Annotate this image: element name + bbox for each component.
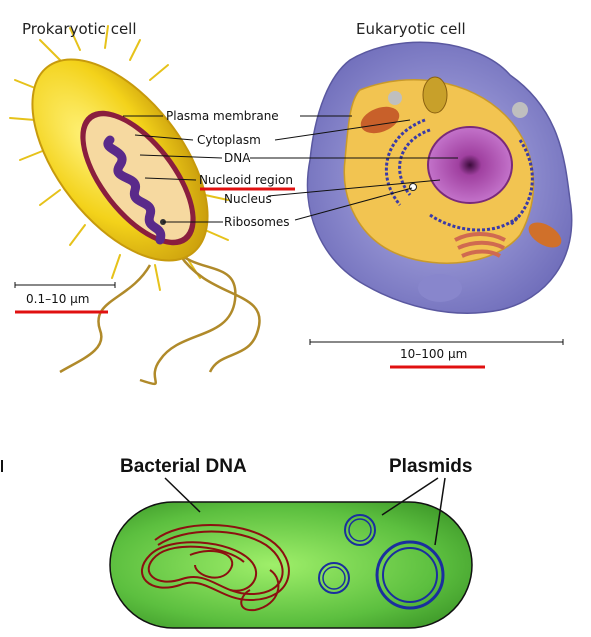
prokaryote-scale-bar	[14, 282, 116, 288]
prokaryote-cell-illustration	[9, 25, 261, 386]
prokaryote-title: Prokaryotic cell	[22, 20, 137, 38]
eukaryote-scale-bar	[309, 339, 564, 345]
prokaryote-scale-label: 0.1–10 µm	[26, 292, 90, 306]
eukaryote-cell-illustration	[306, 41, 573, 314]
label-nucleoid-region: Nucleoid region	[199, 173, 293, 187]
bacterium-plasmid-diagram	[109, 477, 473, 629]
label-ribosomes: Ribosomes	[224, 215, 290, 229]
bacterial-dna-loop	[140, 524, 290, 612]
label-bacterial-dna: Bacterial DNA	[120, 456, 247, 477]
eukaryote-scale-label: 10–100 µm	[400, 347, 468, 361]
label-nucleus: Nucleus	[224, 192, 272, 206]
label-plasmids: Plasmids	[389, 456, 473, 477]
leader-lines	[123, 115, 458, 223]
eukaryote-title: Eukaryotic cell	[356, 20, 466, 38]
label-plasma-membrane: Plasma membrane	[166, 109, 279, 123]
plasmid-rings	[318, 514, 445, 610]
label-cytoplasm: Cytoplasm	[197, 133, 261, 147]
label-dna: DNA	[224, 151, 251, 165]
